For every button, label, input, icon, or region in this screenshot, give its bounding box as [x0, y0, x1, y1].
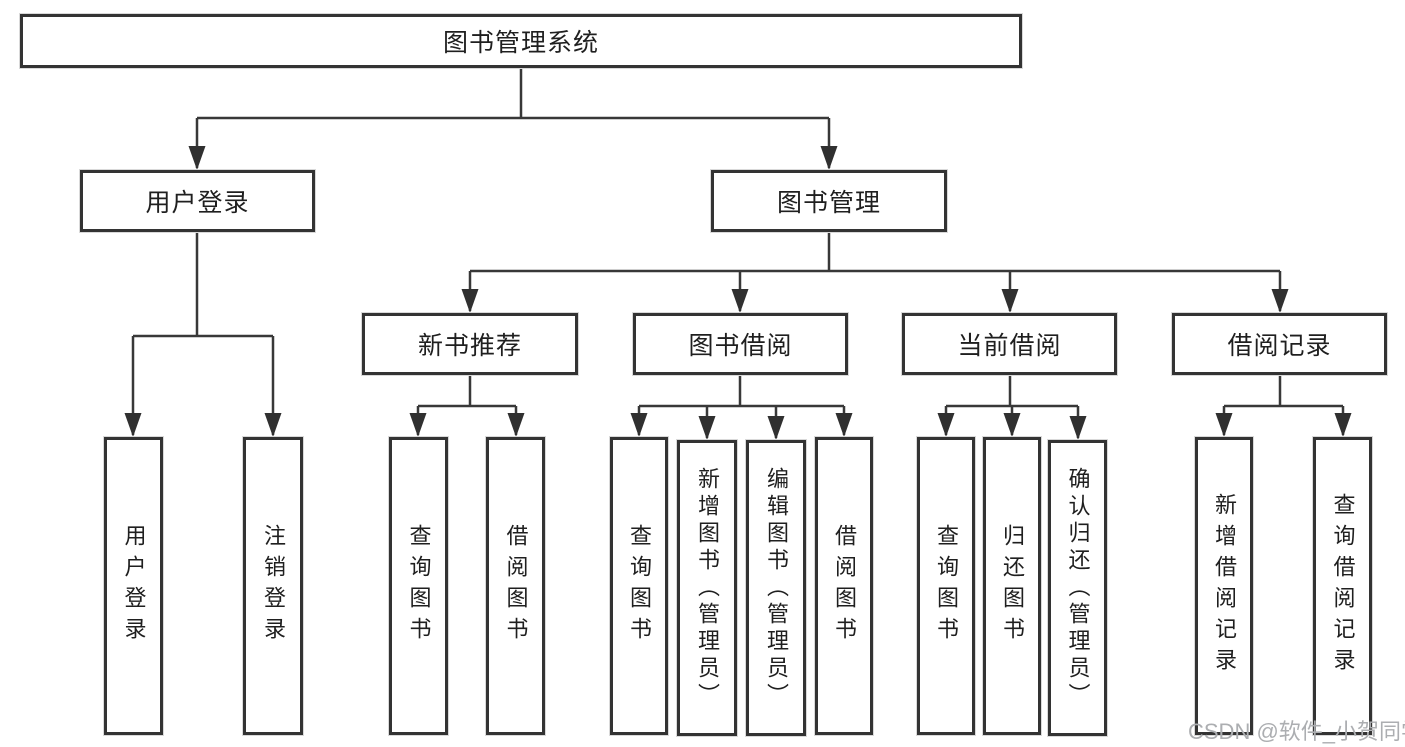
leaf-borrow-books-recommend: 借阅图书 [486, 437, 545, 735]
leaf-return-book: 归还图书 [983, 437, 1041, 735]
node-user-login: 用户登录 [80, 170, 315, 232]
leaf-query-books-recommend: 查询图书 [389, 437, 448, 735]
leaf-label: 查询图书 [627, 524, 652, 648]
node-library-system: 图书管理系统 [20, 14, 1022, 68]
leaf-label: 注销登录 [261, 524, 286, 648]
node-label: 用户登录 [145, 189, 250, 217]
leaf-logout: 注销登录 [243, 437, 303, 735]
leaf-edit-book-admin: 编辑图书（管理员） [746, 440, 806, 736]
leaf-label: 新增借阅记录 [1212, 493, 1237, 679]
csdn-watermark: CSDN @软件_小贺同学 [1188, 719, 1405, 744]
leaf-borrow-books-borrowing: 借阅图书 [815, 437, 873, 735]
leaf-label: 查询借阅记录 [1330, 493, 1356, 679]
node-book-borrowing: 图书借阅 [633, 313, 848, 375]
node-book-management: 图书管理 [711, 170, 947, 232]
leaf-label: 用户登录 [121, 524, 147, 648]
leaf-label: 新增图书（管理员） [695, 466, 720, 710]
node-current-borrowing: 当前借阅 [902, 313, 1117, 375]
leaf-query-books-current: 查询图书 [917, 437, 975, 735]
leaf-label: 借阅图书 [832, 524, 857, 648]
leaf-query-books-borrowing: 查询图书 [610, 437, 668, 735]
leaf-label: 确认归还（管理员） [1065, 466, 1091, 710]
node-label: 图书管理系统 [442, 29, 599, 57]
leaf-confirm-return-admin: 确认归还（管理员） [1048, 440, 1107, 736]
node-label: 借阅记录 [1227, 332, 1332, 360]
node-label: 图书借阅 [688, 332, 793, 360]
leaf-label: 查询图书 [406, 524, 432, 648]
node-label: 图书管理 [776, 189, 881, 217]
node-label: 当前借阅 [957, 332, 1062, 360]
node-borrowing-records: 借阅记录 [1172, 313, 1387, 375]
leaf-label: 借阅图书 [503, 524, 529, 648]
leaf-label: 归还图书 [1000, 524, 1025, 648]
leaf-user-login: 用户登录 [104, 437, 163, 735]
leaf-label: 查询图书 [934, 524, 959, 648]
leaf-label: 编辑图书（管理员） [764, 466, 789, 710]
leaf-query-borrow-record: 查询借阅记录 [1313, 437, 1372, 735]
node-label: 新书推荐 [417, 332, 522, 360]
leaf-add-book-admin: 新增图书（管理员） [677, 440, 737, 736]
node-new-book-recommend: 新书推荐 [362, 313, 578, 375]
arrowhead-icons [124, 146, 1352, 440]
leaf-add-borrow-record: 新增借阅记录 [1195, 437, 1253, 735]
